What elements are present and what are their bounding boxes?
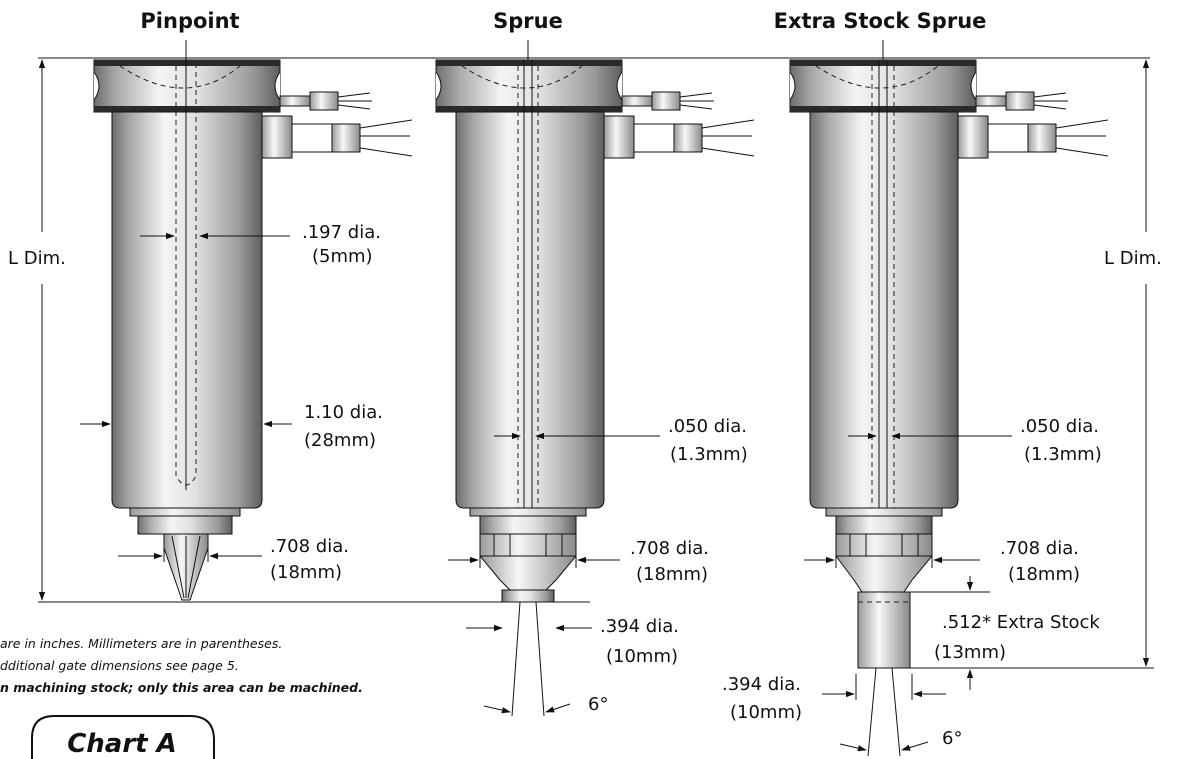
pin-bore-dia: .197 dia. — [302, 222, 381, 243]
pin-tip-dia: .708 dia. — [270, 536, 349, 557]
pinpoint-nozzle — [93, 40, 413, 601]
note-units: are in inches. Millimeters are in parent… — [0, 636, 282, 651]
pin-body-mm: (28mm) — [304, 430, 376, 451]
extra-stock-sprue-nozzle — [789, 40, 1109, 757]
sprue-nozzle — [435, 40, 755, 717]
es-angle: 6° — [942, 728, 962, 749]
es-stock-len: .512* Extra Stock — [942, 612, 1100, 633]
notes: are in inches. Millimeters are in parent… — [0, 636, 363, 695]
pinpoint-dimensions: L Dim. .197 dia. (5mm) 1.10 dia. (28mm) … — [8, 59, 590, 603]
es-tip-mm: (18mm) — [1008, 564, 1080, 585]
es-bore-dia: .050 dia. — [1020, 416, 1099, 437]
sprue-tip-dia: .708 dia. — [630, 538, 709, 559]
sprue-bore-mm: (1.3mm) — [670, 444, 748, 465]
note-machining-stock: n machining stock; only this area can be… — [0, 680, 363, 695]
l-dim-right: L Dim. — [1104, 248, 1162, 269]
pin-body-dia: 1.10 dia. — [304, 402, 383, 423]
es-gate-dia: .394 dia. — [722, 674, 801, 695]
sprue-bore-dia: .050 dia. — [668, 416, 747, 437]
title-extra-stock-sprue: Extra Stock Sprue — [774, 9, 987, 33]
es-gate-mm: (10mm) — [730, 702, 802, 723]
pin-tip-mm: (18mm) — [270, 562, 342, 583]
sprue-angle: 6° — [588, 694, 608, 715]
sprue-dimensions: .050 dia. (1.3mm) .708 dia. (18mm) .394 … — [448, 416, 748, 715]
sprue-gate-dia: .394 dia. — [600, 616, 679, 637]
note-gate-dimensions: dditional gate dimensions see page 5. — [0, 658, 239, 673]
title-sprue: Sprue — [493, 9, 563, 33]
sprue-tip-mm: (18mm) — [636, 564, 708, 585]
es-bore-mm: (1.3mm) — [1024, 444, 1102, 465]
extra-stock-sprue-dimensions: L Dim. .050 dia. (1.3mm) .708 dia. (18mm… — [722, 59, 1162, 752]
l-dim-left: L Dim. — [8, 248, 66, 269]
pin-bore-mm: (5mm) — [312, 246, 373, 267]
sprue-gate-mm: (10mm) — [606, 646, 678, 667]
title-pinpoint: Pinpoint — [140, 9, 239, 33]
chart-tab-label: Chart A — [67, 729, 177, 759]
es-tip-dia: .708 dia. — [1000, 538, 1079, 559]
es-stock-mm: (13mm) — [934, 642, 1006, 663]
chart-tab: Chart A — [31, 715, 215, 759]
